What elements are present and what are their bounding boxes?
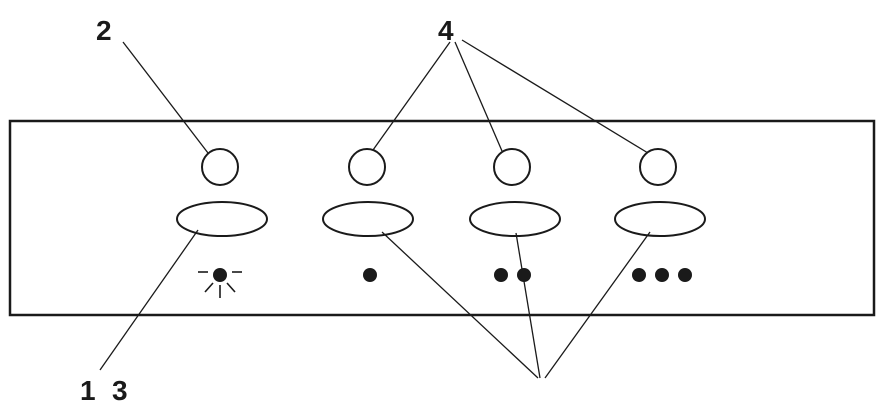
- control-panel: [8, 119, 876, 317]
- indicator-lamp-1: [201, 148, 239, 186]
- callout-label-4: 4: [438, 15, 454, 46]
- indicator-lamp-4: [639, 148, 677, 186]
- callout-label-2: 2: [96, 15, 112, 46]
- callout-lines: [99, 39, 651, 379]
- speed-2-button[interactable]: [469, 201, 561, 237]
- light-button[interactable]: [176, 201, 268, 237]
- speed-3-button[interactable]: [614, 201, 706, 237]
- indicator-lamp-2: [348, 148, 386, 186]
- callout-label-3: 3: [112, 375, 128, 406]
- speed-1-button[interactable]: [322, 201, 414, 237]
- two-dots-icon: [494, 268, 531, 282]
- three-dots-icon: [632, 268, 692, 282]
- sun-icon: [198, 268, 242, 298]
- indicator-lamp-3: [493, 148, 531, 186]
- one-dot-icon: [363, 268, 377, 282]
- callout-label-1: 1: [80, 375, 96, 406]
